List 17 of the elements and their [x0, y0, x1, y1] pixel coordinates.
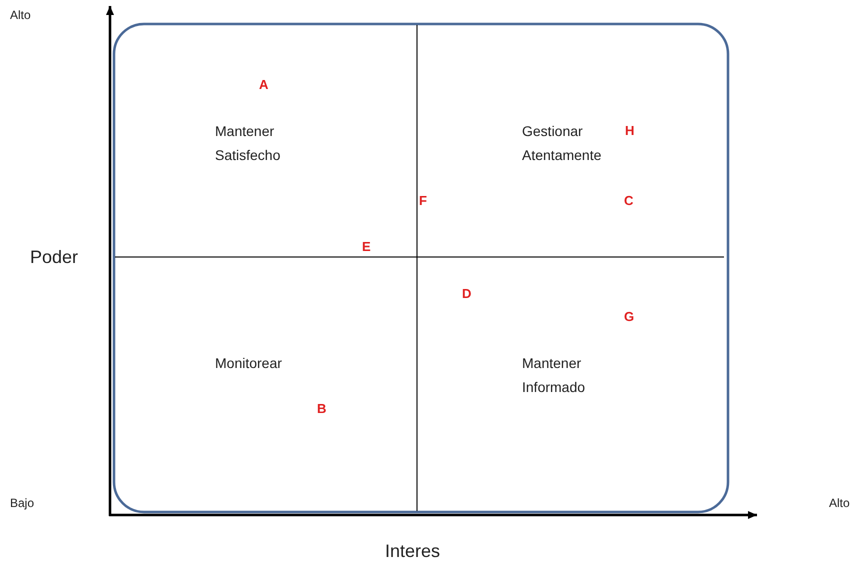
axis-title: Poder [30, 247, 78, 268]
stakeholder-marker: G [624, 309, 634, 324]
stakeholder-marker: C [624, 193, 634, 208]
quadrant-label: Gestionar Atentamente [522, 122, 602, 165]
stakeholder-marker: A [259, 77, 268, 92]
stakeholder-marker: F [419, 193, 427, 208]
stakeholder-marker: B [317, 401, 326, 416]
stakeholder-marker: E [362, 239, 371, 254]
stakeholder-marker: H [625, 123, 634, 138]
axis-end-label: Bajo [10, 496, 34, 510]
quadrant-label: Mantener Satisfecho [215, 122, 282, 165]
axis-end-label: Alto [829, 496, 850, 510]
quadrant-label: Monitorear [215, 354, 283, 373]
axis-title: Interes [385, 541, 440, 562]
quadrant-label: Mantener Informado [522, 354, 586, 397]
axis-end-label: Alto [10, 8, 31, 22]
stakeholder-marker: D [462, 286, 472, 301]
